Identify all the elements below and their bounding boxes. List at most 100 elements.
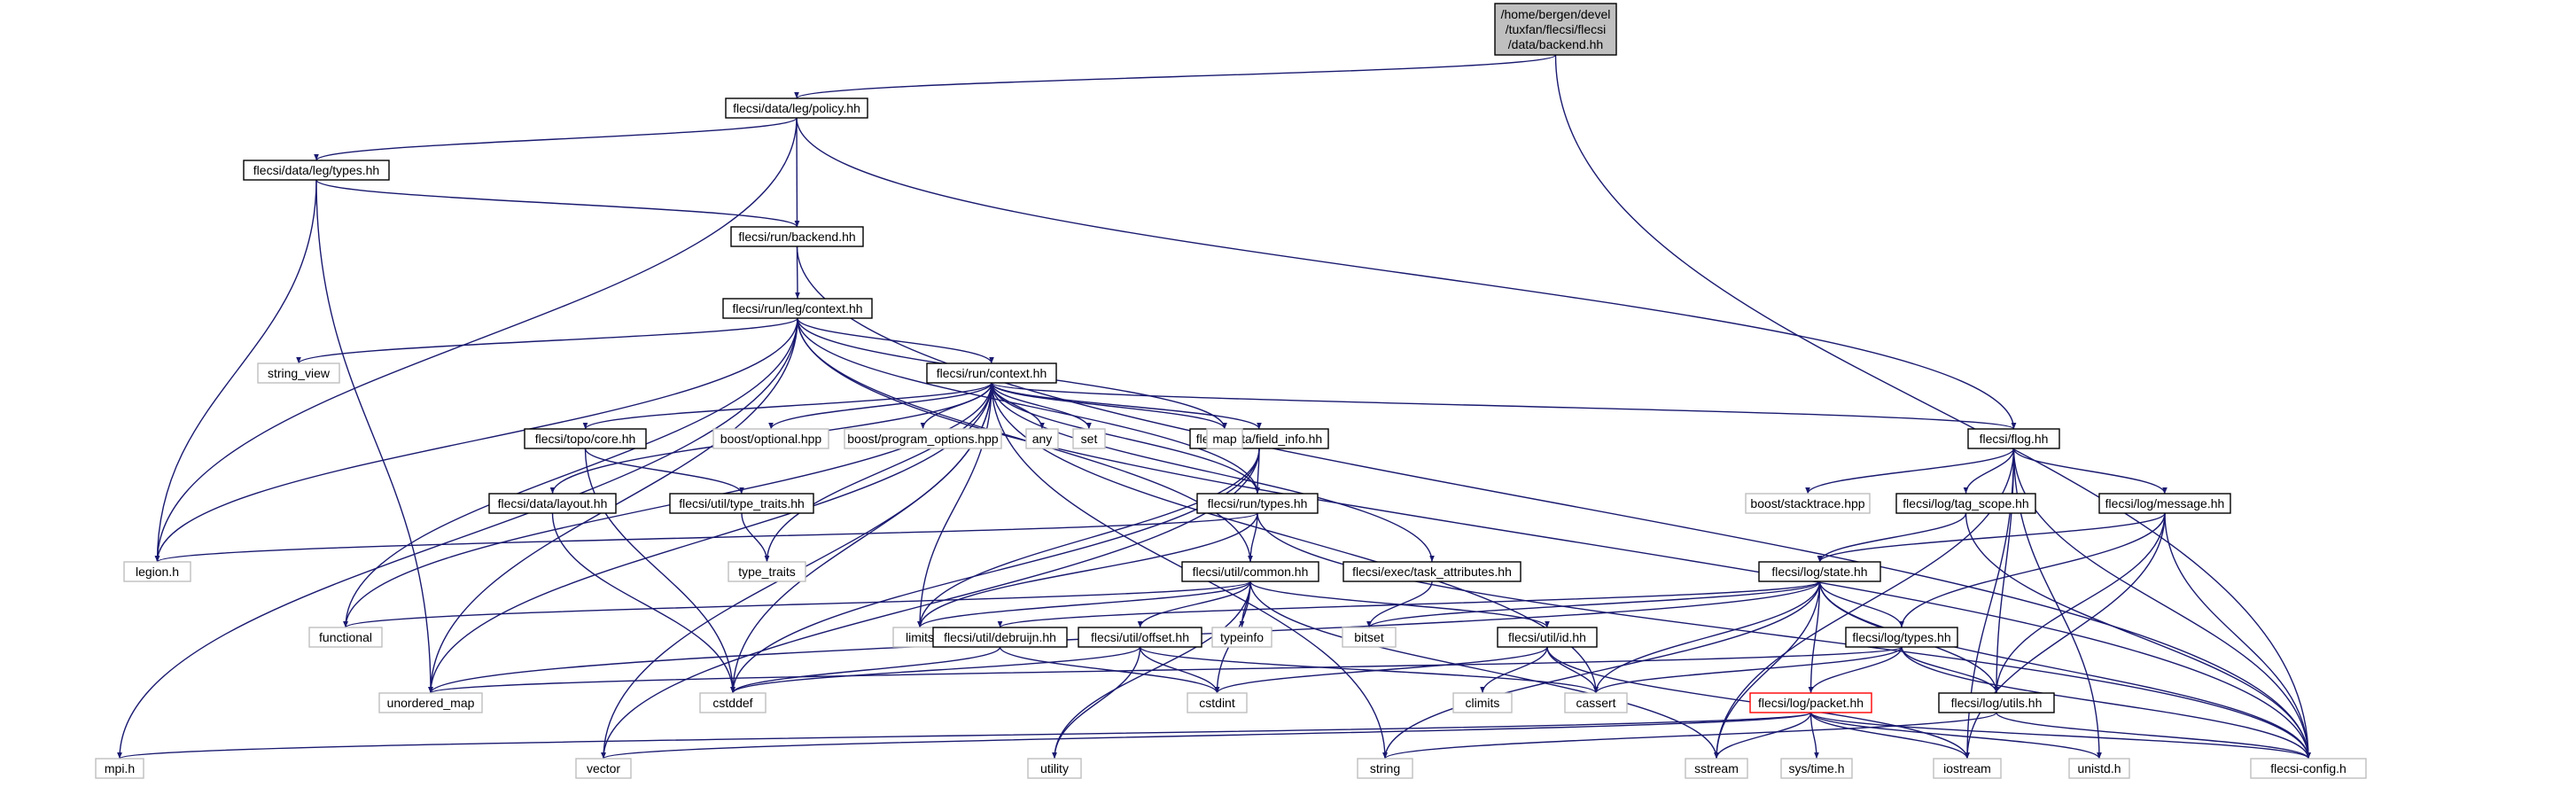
node-label: cassert: [1576, 696, 1615, 710]
node-box: [1497, 627, 1598, 648]
edge-util_common-to-functional: [343, 581, 1251, 628]
node-box: [730, 226, 864, 247]
edge-flog-to-boost_stacktrace: [1805, 448, 2015, 495]
node-util-id[interactable]: flecsi/util/id.hh: [1497, 627, 1598, 648]
node-log-packet[interactable]: flecsi/log/packet.hh: [1749, 692, 1872, 713]
edge-log_state-to-log_types: [1818, 581, 1904, 628]
node-label: flecsi/log/tag_scope.hh: [1903, 496, 2028, 510]
node-label: climits: [1466, 696, 1500, 710]
node-tag-scope[interactable]: flecsi/log/tag_scope.hh: [1895, 493, 2036, 514]
node-leg-policy[interactable]: flecsi/data/leg/policy.hh: [725, 97, 868, 119]
node-any: any: [1025, 428, 1059, 449]
node-label: flecsi/util/debruijn.hh: [944, 630, 1056, 644]
node-label: utility: [1040, 761, 1069, 775]
node-boost-program-options: boost/program_options.hpp: [844, 428, 1002, 449]
node-log-types[interactable]: flecsi/log/types.hh: [1845, 627, 1958, 648]
node-set: set: [1072, 428, 1106, 449]
edge-type_traits_hh-to-type_traits: [741, 512, 770, 563]
node-box: [1342, 561, 1521, 582]
edge-log_state-to-log_packet: [1808, 581, 1821, 694]
edge-log_types-to-cassert: [1593, 646, 1903, 694]
edge-run_context-to-field_info: [991, 382, 1262, 430]
node-label: flecsi/exec/task_attributes.hh: [1352, 565, 1512, 579]
node-util-common[interactable]: flecsi/util/common.hh: [1181, 561, 1319, 582]
node-data-layout[interactable]: flecsi/data/layout.hh: [488, 493, 617, 514]
node-label: sys/time.h: [1788, 761, 1844, 775]
node-sys-time: sys/time.h: [1780, 758, 1853, 779]
node-box: [1564, 692, 1628, 713]
edge-flog-to-log_message: [2012, 448, 2167, 495]
node-label: flecsi/flog.hh: [1980, 432, 2049, 446]
node-log-message[interactable]: flecsi/log/message.hh: [2098, 493, 2231, 514]
edge-run_context-to-flog: [991, 382, 2016, 430]
node-log-state[interactable]: flecsi/log/state.hh: [1758, 561, 1881, 582]
edge-flog-to-tag_scope: [1963, 448, 2015, 495]
edge-log_state-to-debruijn: [997, 581, 1821, 628]
node-box: [2098, 493, 2231, 514]
node-box: [1206, 428, 1243, 449]
node-cstdint: cstdint: [1187, 692, 1248, 713]
edge-log_types-to-unordered_map: [428, 646, 1903, 694]
node-type-traits: type_traits: [728, 561, 806, 582]
node-flog[interactable]: flecsi/flog.hh: [1967, 428, 2060, 449]
node-cassert: cassert: [1564, 692, 1628, 713]
edge-log_packet-to-flecsi_config: [1809, 712, 2311, 760]
node-iostream: iostream: [1933, 758, 2002, 779]
edge-run_context-to-type_traits: [764, 382, 992, 563]
edge-root-to-leg_policy: [794, 54, 1557, 99]
edge-log_message-to-flecsi_config: [2164, 512, 2311, 760]
edge-log_packet-to-sys_time: [1809, 712, 1819, 760]
node-topo-core[interactable]: flecsi/topo/core.hh: [524, 428, 647, 449]
node-leg-types[interactable]: flecsi/data/leg/types.hh: [243, 160, 390, 181]
node-mpi-h: mpi.h: [95, 758, 144, 779]
edge-log_packet-to-unistd: [1809, 712, 2102, 760]
node-run-context[interactable]: flecsi/run/context.hh: [926, 362, 1057, 384]
edge-util_id-to-cassert: [1546, 646, 1599, 694]
edge-topo_core-to-cstddef: [584, 448, 735, 694]
node-task-attributes[interactable]: flecsi/exec/task_attributes.hh: [1342, 561, 1521, 582]
node-label: flecsi/data/layout.hh: [498, 496, 608, 510]
node-box: [1027, 758, 1082, 779]
node-label: boost/stacktrace.hpp: [1750, 496, 1864, 510]
node-functional: functional: [308, 627, 383, 648]
node-cstddef: cstddef: [699, 692, 767, 713]
edge-run_leg_context-to-run_context: [797, 317, 994, 364]
node-legion-h: legion.h: [123, 561, 191, 582]
node-type-traits-hh[interactable]: flecsi/util/type_traits.hh: [669, 493, 814, 514]
node-debruijn[interactable]: flecsi/util/debruijn.hh: [932, 627, 1068, 648]
node-run-types[interactable]: flecsi/run/types.hh: [1196, 493, 1319, 514]
node-box: [1494, 3, 1617, 56]
node-boost-stacktrace: boost/stacktrace.hpp: [1745, 493, 1871, 514]
node-box: [1072, 428, 1106, 449]
node-util-offset[interactable]: flecsi/util/offset.hh: [1078, 627, 1202, 648]
edge-util_id-to-climits: [1480, 646, 1548, 694]
node-label: flecsi/topo/core.hh: [535, 432, 636, 446]
edge-run_context-to-topo_core: [582, 382, 992, 430]
edge-log_message-to-log_state: [1817, 512, 2166, 563]
edge-util_id-to-cstdint: [1214, 646, 1548, 694]
node-label: flecsi/data/leg/policy.hh: [733, 101, 860, 115]
edge-log_message-to-log_utils: [1994, 512, 2166, 694]
node-box: [932, 627, 1068, 648]
node-sstream: sstream: [1685, 758, 1748, 779]
edge-leg_policy-to-leg_types: [314, 117, 798, 161]
edge-log_state-to-sstream: [1714, 581, 1821, 760]
node-log-utils[interactable]: flecsi/log/utils.hh: [1938, 692, 2055, 713]
edge-run_types-to-legion_h: [155, 512, 1258, 563]
node-run-leg-context[interactable]: flecsi/run/leg/context.hh: [722, 298, 873, 319]
node-run-backend[interactable]: flecsi/run/backend.hh: [730, 226, 864, 247]
node-label: flecsi-config.h: [2270, 761, 2346, 775]
node-map: map: [1206, 428, 1243, 449]
node-box: [722, 298, 873, 319]
edge-util_common-to-sstream: [1249, 581, 1719, 760]
node-label: unordered_map: [387, 696, 475, 710]
edge-log_packet-to-iostream: [1809, 712, 1970, 760]
edge-run_leg_context-to-run_types: [797, 317, 1260, 495]
node-label: typeinfo: [1220, 630, 1264, 644]
node-label: map: [1212, 432, 1236, 446]
edge-util_offset-to-cstddef: [730, 646, 1141, 694]
node-label: functional: [319, 630, 372, 644]
node-label: any: [1032, 432, 1053, 446]
node-label: cstddef: [712, 696, 752, 710]
node-root[interactable]: /home/bergen/devel/tuxfan/flecsi/flecsi/…: [1494, 3, 1617, 56]
